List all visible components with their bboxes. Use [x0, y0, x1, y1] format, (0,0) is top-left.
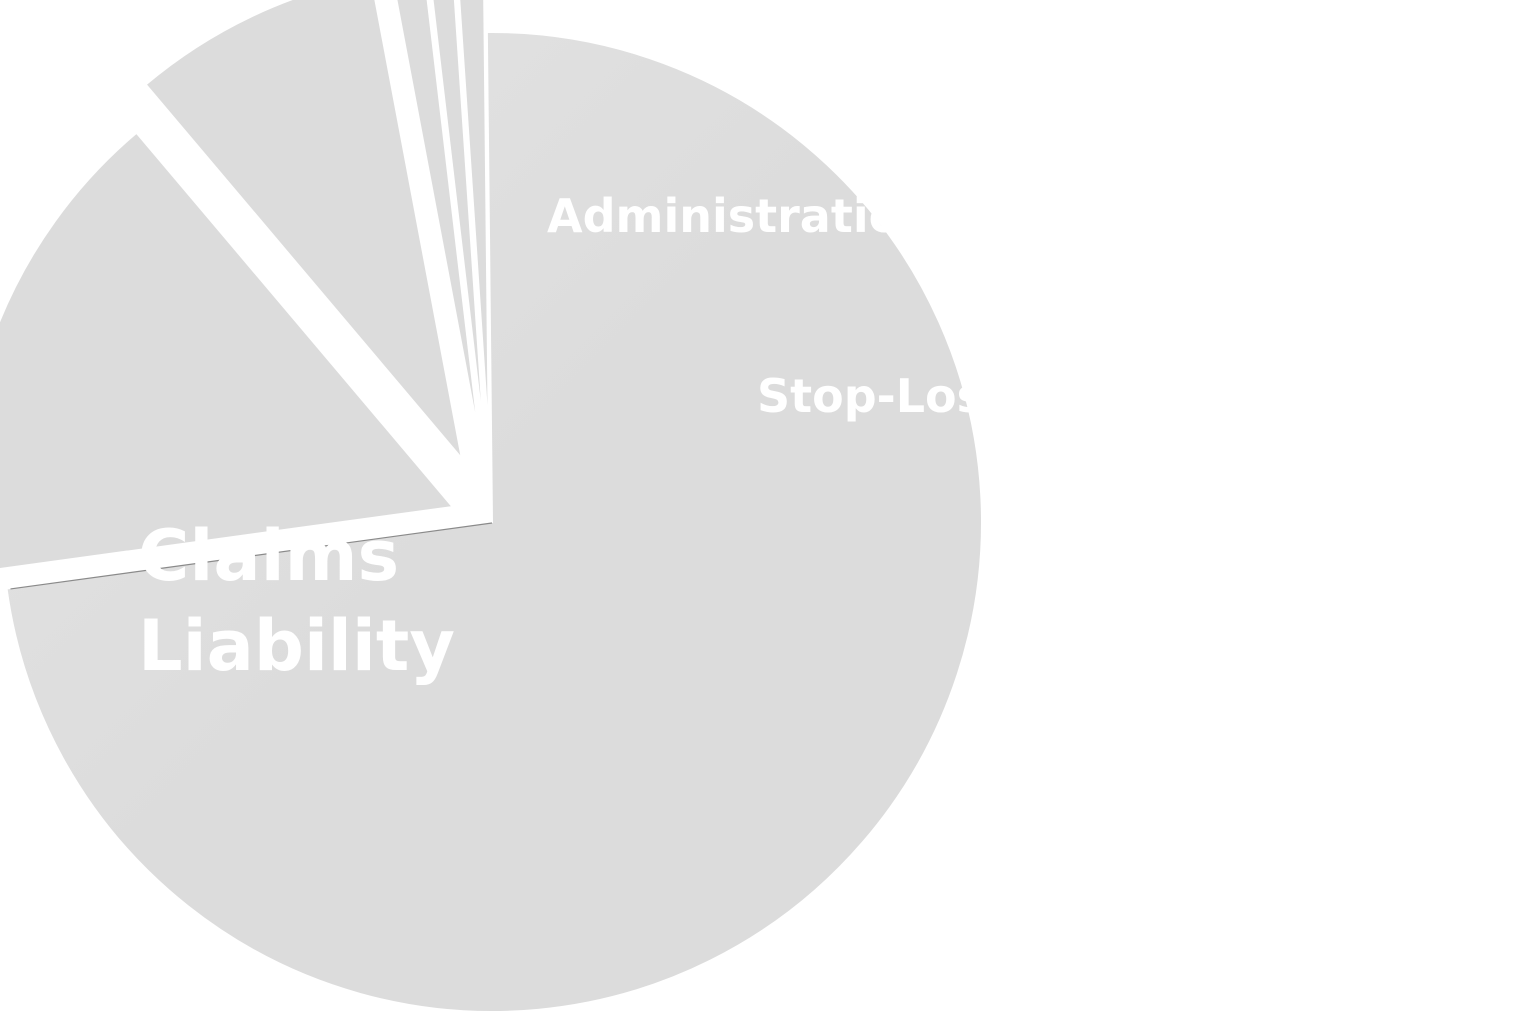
pie-slice-stop-loss	[144, 0, 464, 463]
pie-slice-other-5	[458, 0, 490, 441]
slice-label-line: Administration	[547, 189, 933, 243]
pie-slices	[0, 0, 983, 1013]
slice-label-administration: Administration	[547, 189, 933, 243]
pie-slice-claims-liability	[5, 31, 983, 1013]
pie-slice-other-3	[395, 0, 481, 442]
pie-slice-other-4	[431, 0, 486, 441]
pie-slice-edge-shadow	[10, 522, 493, 590]
slice-label-stop-loss: Stop-Loss	[757, 369, 1011, 423]
slice-label-line: Liability	[138, 605, 455, 687]
slice-label-line: Claims	[138, 515, 399, 597]
slice-label-line: Stop-Loss	[757, 369, 1011, 423]
pie-slice-administration	[0, 131, 455, 570]
